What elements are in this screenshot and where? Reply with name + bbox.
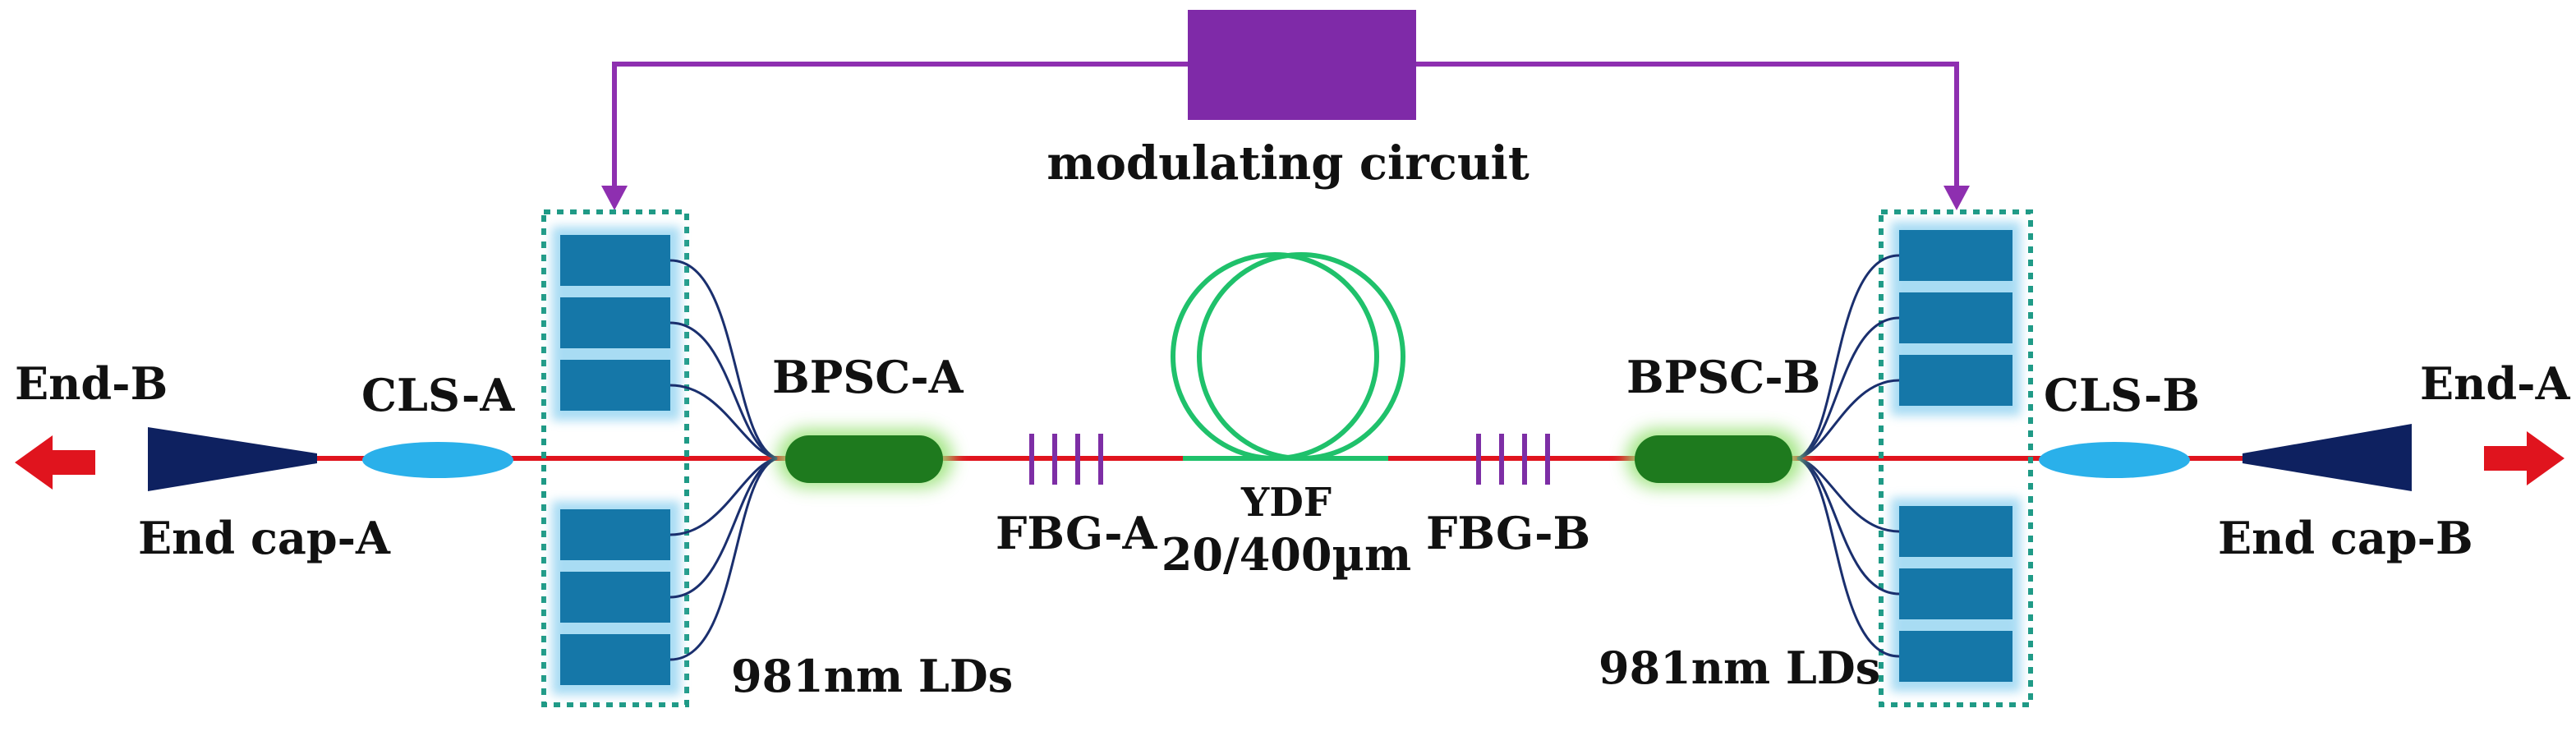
pump-fiber-left-2 [669,321,778,460]
lds-left-label: 981nm LDs [731,650,1013,702]
output-arrow-left [15,435,95,490]
end-cap-a-label: End cap-A [138,512,391,564]
modulating-circuit-box [1188,10,1416,120]
cls-b-label: CLS-B [2044,369,2200,421]
pump-fiber-right-6 [1796,457,1900,658]
pump-fiber-right-5 [1796,457,1900,596]
fbg-b [1476,434,1550,485]
ld-right-2 [1899,292,2012,343]
control-line-left [612,62,1191,191]
end-cap-b [2242,424,2412,491]
ld-right-6 [1899,631,2012,682]
ld-bank-right [1899,230,2012,682]
end-cap-a [148,427,317,491]
fbg-a [1029,434,1103,485]
cls-a [362,442,513,478]
pump-fiber-left-3 [669,384,778,460]
cls-a-label: CLS-A [361,369,515,421]
ld-left-6 [560,634,670,685]
ld-left-2 [560,297,670,348]
ld-left-5 [560,572,670,623]
ld-left-3 [560,360,670,411]
control-arrowhead-left [601,186,628,210]
control-arrowhead-right [1944,186,1970,210]
pump-fiber-right-2 [1796,316,1900,460]
ydf-spec-label: 20/400µm [1162,528,1411,581]
bpsc-a-label: BPSC-A [772,351,964,403]
bpsc-b-label: BPSC-B [1626,351,1820,403]
cls-b [2039,442,2190,478]
pump-fiber-left-1 [669,259,778,460]
ld-right-1 [1899,230,2012,281]
pump-fibers-left [669,259,778,661]
end-cap-b-label: End cap-B [2218,512,2473,564]
ydf-coil [1171,252,1405,461]
end-b-label: End-B [15,357,168,410]
pump-fiber-right-3 [1796,379,1900,460]
control-lines [601,62,1970,210]
ld-right-3 [1899,355,2012,406]
fbg-a-label: FBG-A [996,507,1158,559]
pump-fiber-right-1 [1796,254,1900,460]
pump-fiber-left-5 [669,457,778,599]
modulating-circuit-label: modulating circuit [1046,136,1530,191]
ld-bank-frame-left [541,209,689,707]
pump-fibers-right [1796,254,1900,658]
output-arrow-right [2484,431,2564,485]
end-a-label: End-A [2420,357,2571,410]
ld-left-4 [560,509,670,560]
ld-bank-left [560,235,670,685]
ld-bank-frame-right [1879,209,2033,707]
bpsc-b [1635,435,1792,483]
ld-right-4 [1899,506,2012,557]
bpsc-a [785,435,943,483]
pump-fiber-left-6 [669,457,778,661]
ydf-label: YDF [1240,480,1332,526]
control-line-right [1413,62,1959,191]
lds-right-label: 981nm LDs [1598,642,1880,694]
ld-left-1 [560,235,670,286]
ld-right-5 [1899,568,2012,619]
fbg-b-label: FBG-B [1426,507,1590,559]
